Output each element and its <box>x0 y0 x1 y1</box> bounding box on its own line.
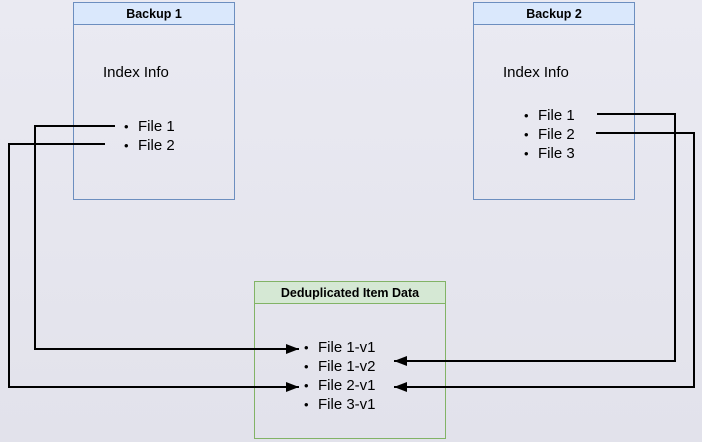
list-item: • File 1 <box>524 106 575 125</box>
backup1-box: Backup 1 Index Info • File 1 • File 2 <box>73 2 235 200</box>
file-version-label: File 1-v1 <box>318 339 376 356</box>
file-label: File 1 <box>138 118 175 135</box>
list-item: • File 1 <box>124 117 175 136</box>
list-item: • File 3 <box>524 144 575 163</box>
backup1-subtitle: Index Info <box>103 64 169 81</box>
backup2-box: Backup 2 Index Info • File 1 • File 2 • … <box>473 2 635 200</box>
file-label: File 2 <box>138 137 175 154</box>
backup1-title: Backup 1 <box>74 3 234 25</box>
file-version-label: File 2-v1 <box>318 377 376 394</box>
bullet-icon: • <box>524 146 529 161</box>
deduplicated-item-data-box: Deduplicated Item Data • File 1-v1 • Fil… <box>254 281 446 439</box>
list-item: • File 2 <box>524 125 575 144</box>
backup2-title: Backup 2 <box>474 3 634 25</box>
list-item: • File 1-v1 <box>304 338 376 357</box>
backup2-subtitle: Index Info <box>503 64 569 81</box>
backup2-file-list: • File 1 • File 2 • File 3 <box>524 106 575 163</box>
dedup-title: Deduplicated Item Data <box>255 282 445 304</box>
list-item: • File 2 <box>124 136 175 155</box>
bullet-icon: • <box>524 108 529 123</box>
file-label: File 1 <box>538 107 575 124</box>
file-version-label: File 3-v1 <box>318 396 376 413</box>
bullet-icon: • <box>124 138 129 153</box>
file-label: File 3 <box>538 145 575 162</box>
list-item: • File 3-v1 <box>304 395 376 414</box>
list-item: • File 2-v1 <box>304 376 376 395</box>
dedup-item-list: • File 1-v1 • File 1-v2 • File 2-v1 • Fi… <box>304 338 376 414</box>
list-item: • File 1-v2 <box>304 357 376 376</box>
file-label: File 2 <box>538 126 575 143</box>
bullet-icon: • <box>304 340 309 355</box>
bullet-icon: • <box>524 127 529 142</box>
file-version-label: File 1-v2 <box>318 358 376 375</box>
bullet-icon: • <box>304 378 309 393</box>
bullet-icon: • <box>124 119 129 134</box>
bullet-icon: • <box>304 359 309 374</box>
bullet-icon: • <box>304 397 309 412</box>
backup1-file-list: • File 1 • File 2 <box>124 117 175 155</box>
